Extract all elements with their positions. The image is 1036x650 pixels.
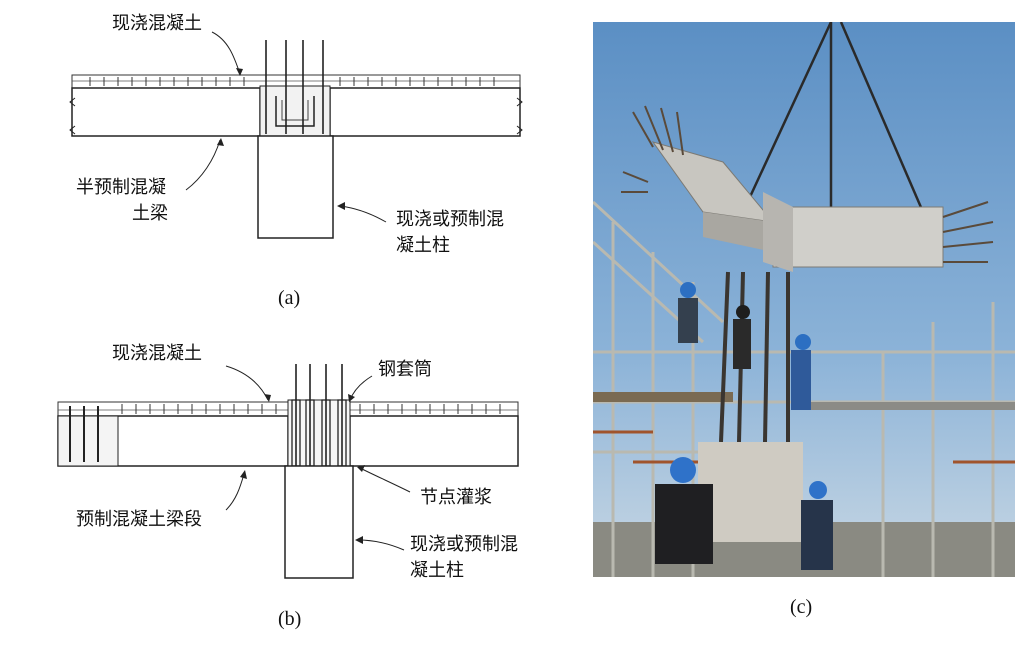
leader-beam-b [225,473,245,511]
column-bars-b [295,364,343,466]
leader-cast-b [225,365,269,401]
crane-cables [741,22,925,213]
label-half-precast-beam-a-2: 土梁 [132,203,168,224]
protruding-rebars [621,105,994,263]
column-base-photo [698,442,803,542]
label-column-a-1: 现浇或预制混 [396,209,504,230]
label-precast-beam-segment-b: 预制混凝土梁段 [76,509,202,530]
leader-column-b [357,539,405,551]
label-steel-sleeve-b: 钢套筒 [378,359,432,380]
beam-right-a [329,87,521,137]
rebar-ticks-b [121,404,501,414]
rebar-ticks-a [89,77,495,86]
leader-grout-b [359,467,411,493]
column-b [284,465,354,579]
joint-core-b [287,399,351,467]
leader-cast-a [211,31,241,75]
label-cast-in-place-b: 现浇混凝土 [112,343,202,364]
platform [593,392,733,402]
caption-a: (a) [278,287,301,309]
precast-beam-right [772,206,944,268]
workers [655,282,833,570]
caption-b: (b) [278,608,302,630]
diagram-b [57,364,519,579]
label-column-b-2: 凝土柱 [410,560,464,581]
leader-beam-a [185,139,221,191]
construction-photo [593,22,1015,577]
column-bars-a [265,40,324,134]
beam-left-a [71,87,261,137]
leader-column-a [339,205,387,223]
diagram-a [69,31,523,239]
caption-c: (c) [790,596,813,618]
label-column-a-2: 凝土柱 [396,235,450,256]
joint-core-a [259,85,331,137]
label-column-b-1: 现浇或预制混 [410,534,518,555]
label-half-precast-beam-a-1: 半预制混凝 [76,177,166,198]
label-grouting-b: 节点灌浆 [420,487,492,508]
column-a [257,135,334,239]
label-cast-in-place-a: 现浇混凝土 [112,13,202,34]
beam-right-b [349,415,519,467]
